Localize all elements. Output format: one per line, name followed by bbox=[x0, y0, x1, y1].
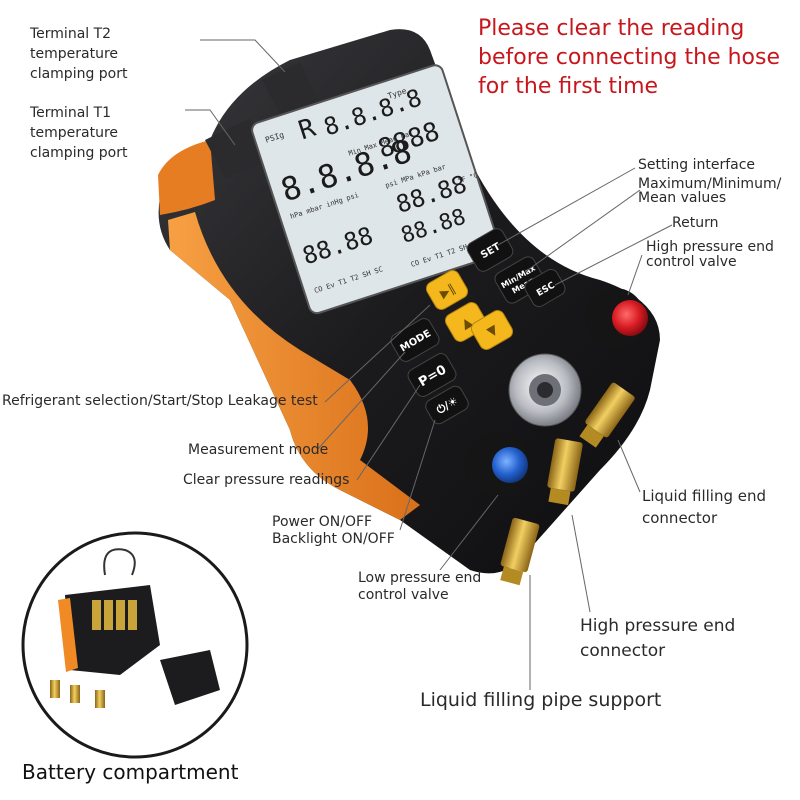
t2-line-2: temperature bbox=[30, 46, 118, 62]
low-pressure-valve[interactable] bbox=[465, 433, 529, 497]
center-port bbox=[508, 353, 582, 427]
high-valve-line-2: control valve bbox=[646, 254, 737, 270]
blue-knob-icon bbox=[492, 447, 528, 483]
t2-port bbox=[262, 62, 318, 120]
esc-button[interactable]: ESC bbox=[522, 267, 567, 309]
label-terminal-t2: Terminal T2 temperature clamping port bbox=[30, 26, 128, 83]
power-line-1: Power ON/OFF bbox=[272, 514, 373, 530]
battery-inset bbox=[21, 531, 249, 759]
set-button[interactable]: SET bbox=[465, 226, 516, 274]
label-measurement-mode: Measurement mode bbox=[188, 442, 329, 458]
first-use-notice: Please clear the reading before connecti… bbox=[478, 14, 780, 101]
orange-grip bbox=[168, 212, 420, 520]
start-stop-button[interactable]: ▶‖ bbox=[424, 268, 470, 312]
leader-lines bbox=[185, 39, 673, 690]
play-pause-icon: ▶‖ bbox=[437, 281, 457, 301]
t2-line-1: Terminal T2 bbox=[30, 26, 112, 42]
notice-line-2: before connecting the hose bbox=[478, 45, 781, 70]
t1-line-3: clamping port bbox=[30, 145, 128, 161]
label-high-valve: High pressure end control valve bbox=[646, 240, 774, 270]
battery-cover bbox=[160, 650, 220, 705]
high-pressure-connector bbox=[547, 438, 583, 506]
power-line-2: Backlight ON/OFF bbox=[272, 531, 395, 547]
low-valve-line-2: control valve bbox=[358, 587, 449, 603]
liquid-connector-line-2: connector bbox=[642, 509, 718, 527]
label-setting-interface: Setting interface bbox=[638, 157, 756, 173]
hanging-hook-icon bbox=[103, 548, 136, 576]
t1-line-1: Terminal T1 bbox=[30, 105, 112, 121]
t1-line-2: temperature bbox=[30, 125, 118, 141]
high-pressure-valve[interactable] bbox=[585, 288, 648, 348]
t2-line-3: clamping port bbox=[30, 66, 128, 82]
label-max-min-mean: Maximum/Minimum/ Mean values bbox=[638, 177, 781, 205]
maxminmean-line-1: Maximum/Minimum/ bbox=[638, 176, 782, 192]
battery-icon bbox=[116, 600, 125, 630]
red-knob-icon bbox=[612, 300, 648, 336]
high-connector-line-2: connector bbox=[580, 641, 666, 661]
battery-icon bbox=[128, 600, 137, 630]
label-terminal-t1: Terminal T1 temperature clamping port bbox=[30, 105, 128, 162]
label-high-connector: High pressure end connector bbox=[580, 614, 735, 664]
battery-icon bbox=[104, 600, 113, 630]
down-button[interactable]: ▼ bbox=[469, 308, 515, 352]
orange-grip-top bbox=[158, 140, 215, 215]
label-refrigerant: Refrigerant selection/Start/Stop Leakage… bbox=[2, 393, 318, 409]
label-power: Power ON/OFF Backlight ON/OFF bbox=[272, 514, 395, 548]
label-low-valve: Low pressure end control valve bbox=[358, 570, 481, 604]
pipe-support-connector bbox=[500, 517, 540, 586]
label-return: Return bbox=[672, 215, 719, 231]
liquid-filling-connector bbox=[579, 382, 635, 448]
high-valve-line-1: High pressure end bbox=[646, 239, 774, 255]
mode-button[interactable]: MODE bbox=[388, 316, 441, 364]
notice-line-3: for the first time bbox=[478, 74, 659, 99]
label-clear-pressure: Clear pressure readings bbox=[183, 472, 350, 488]
notice-line-1: Please clear the reading bbox=[478, 16, 745, 41]
battery-icon bbox=[92, 600, 101, 630]
label-liquid-connector: Liquid filling end connector bbox=[642, 485, 766, 529]
label-battery-compartment: Battery compartment bbox=[22, 760, 239, 784]
liquid-connector-line-1: Liquid filling end bbox=[642, 487, 767, 505]
maxminmean-line-2: Mean values bbox=[638, 190, 727, 206]
high-connector-line-1: High pressure end bbox=[580, 616, 736, 636]
label-pipe-support: Liquid filling pipe support bbox=[420, 689, 662, 711]
low-valve-line-1: Low pressure end bbox=[358, 570, 482, 586]
power-button[interactable]: ⏻/☀ bbox=[423, 384, 471, 427]
lcd-screen: PSIg R Type 8.8.8.8 8.8.8.8 8888 Min Max… bbox=[251, 64, 501, 315]
